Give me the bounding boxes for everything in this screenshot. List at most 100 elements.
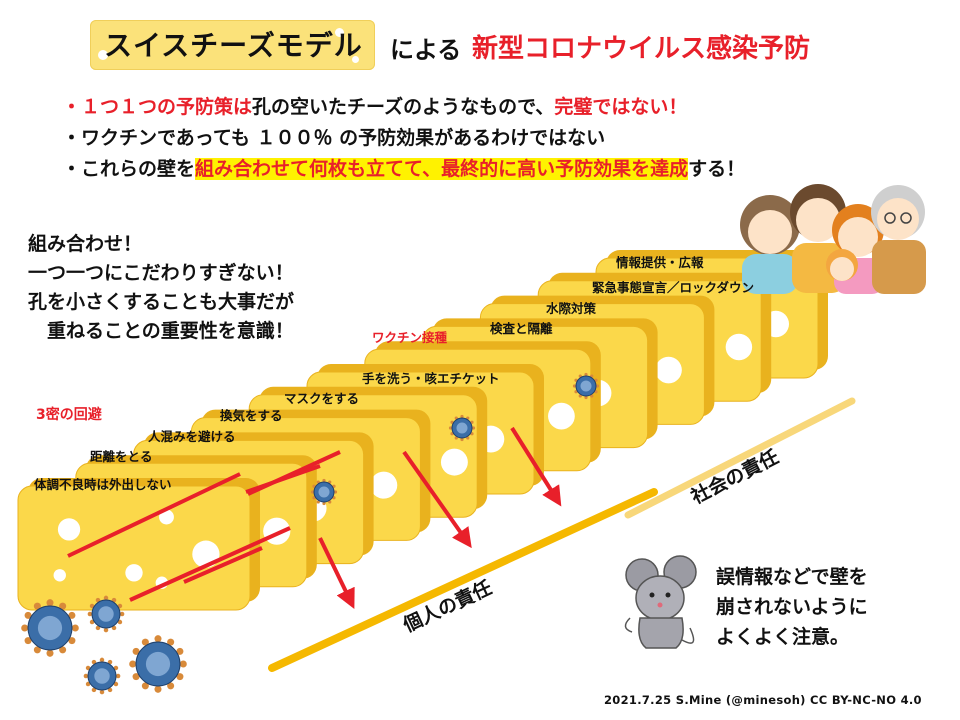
virus-core	[98, 606, 114, 622]
family-member-face	[796, 198, 840, 242]
bullet-1-part-3: 完璧ではない！	[554, 96, 688, 118]
virus-spike	[24, 637, 32, 645]
credit: 2021.7.25 S.Mine (@minesoh) CC BY-NC-NO …	[604, 693, 922, 707]
virus-core	[580, 380, 592, 392]
family-member-body	[872, 240, 926, 294]
left-note-line: 孔を小さくすることも大事だが	[28, 291, 295, 313]
virus-spike	[103, 595, 109, 601]
virus-spike	[91, 659, 97, 665]
penetration-arrow	[318, 537, 355, 610]
measure-label: 検査と隔離	[490, 321, 553, 336]
penetration-arrows	[67, 426, 562, 610]
virus-spike	[107, 659, 113, 665]
virus-spike	[95, 625, 101, 631]
virus-core	[37, 615, 63, 641]
virus-spike	[310, 490, 315, 494]
mouse-note-line: 誤情報などで壁を	[716, 566, 868, 588]
virus-spike	[33, 646, 41, 654]
virus-icon	[448, 414, 476, 442]
virus-spike	[107, 687, 113, 693]
measure-label-3mitsu: 3密の回避	[36, 407, 102, 423]
virus-core	[145, 651, 171, 677]
virus-spike	[333, 490, 338, 494]
virus-spike	[129, 660, 137, 668]
virus-spike	[119, 611, 125, 617]
virus-spike	[111, 597, 117, 603]
left-note: 組み合わせ！ 一つ一つにこだわりすぎない！ 孔を小さくすることも大事だが 重ねる…	[28, 230, 294, 346]
virus-particles	[21, 372, 600, 695]
family-member-face	[838, 217, 878, 257]
virus-spike	[132, 673, 140, 681]
cheese-slice	[17, 478, 260, 611]
measure-label: 緊急事態宣言／ロックダウン	[592, 280, 755, 295]
virus-spike	[99, 657, 105, 663]
cheese-hole	[335, 28, 344, 37]
virus-spike	[572, 384, 577, 388]
virus-spike	[167, 638, 175, 646]
virus-spike	[176, 647, 184, 655]
virus-spike	[71, 624, 79, 632]
virus-spike	[24, 611, 32, 619]
virus-spike	[21, 624, 29, 632]
bullet-3-part-2: 組み合わせて何枚も立てて、最終的に高い予防効果を達成	[195, 158, 689, 180]
cheese-hole	[57, 518, 81, 541]
virus-icon	[21, 599, 79, 657]
cheese-hole	[370, 471, 398, 499]
measure-label: 人混みを避ける	[148, 429, 236, 444]
virus-icon	[572, 372, 600, 400]
cheese-hole	[548, 402, 575, 430]
cheese-hole	[98, 50, 108, 60]
cheese-hole	[440, 448, 468, 476]
virus-spike	[59, 646, 67, 654]
glasses	[884, 212, 896, 224]
glasses	[900, 212, 912, 224]
penetration-arrow	[183, 546, 263, 584]
virus-spike	[117, 619, 123, 625]
bullet-1: ・１つ１つの予防策は孔の空いたチーズのようなもので、完璧ではない！	[62, 92, 687, 119]
mouse-nose	[657, 602, 663, 608]
cheese-hole	[125, 564, 143, 582]
virus-spike	[95, 597, 101, 603]
measure-label: 体調不良時は外出しない	[34, 477, 172, 492]
left-note-line: 一つ一つにこだわりすぎない！	[28, 262, 294, 284]
cheese-hole	[352, 56, 359, 63]
virus-icon	[87, 595, 125, 633]
mouse-illustration	[624, 555, 697, 649]
virus-spike	[113, 681, 119, 687]
virus-spike	[91, 687, 97, 693]
left-note-line: 組み合わせ！	[28, 233, 143, 255]
measure-label: 情報提供・広報	[616, 255, 704, 270]
virus-spike	[154, 635, 162, 643]
left-note-line: 重ねることの重要性を意識！	[28, 320, 294, 342]
cheese-slices	[17, 250, 828, 611]
virus-core	[94, 668, 110, 684]
bullet-3-part-1: ・これらの壁を	[62, 158, 196, 180]
mouse-eye	[649, 592, 655, 598]
cheese-hole	[725, 333, 753, 361]
mouse-tail	[681, 627, 695, 644]
measure-label: マスクをする	[284, 391, 360, 406]
cheese-hole	[159, 509, 174, 525]
family-member-face	[877, 198, 919, 240]
social-responsibility-line	[624, 397, 856, 519]
family-illustration	[740, 184, 926, 294]
virus-spike	[85, 665, 91, 671]
bullet-3: ・これらの壁を組み合わせて何枚も立てて、最終的に高い予防効果を達成する！	[62, 154, 745, 181]
individual-responsibility-line	[268, 488, 658, 672]
title-connector: による	[390, 36, 462, 64]
virus-spike	[99, 689, 105, 695]
virus-spike	[448, 426, 453, 430]
measure-label: 水際対策	[546, 301, 597, 316]
bullet-1-part-1: ・１つ１つの予防策は	[62, 96, 253, 118]
virus-spike	[141, 638, 149, 646]
title-main: スイスチーズモデル	[104, 29, 363, 62]
virus-spike	[460, 414, 464, 419]
virus-spike	[115, 673, 121, 679]
virus-spike	[154, 685, 162, 693]
penetration-arrow	[402, 450, 472, 549]
virus-spike	[89, 603, 95, 609]
penetration-arrow	[510, 426, 562, 507]
virus-spike	[111, 625, 117, 631]
virus-spike	[460, 437, 464, 442]
virus-spike	[167, 682, 175, 690]
